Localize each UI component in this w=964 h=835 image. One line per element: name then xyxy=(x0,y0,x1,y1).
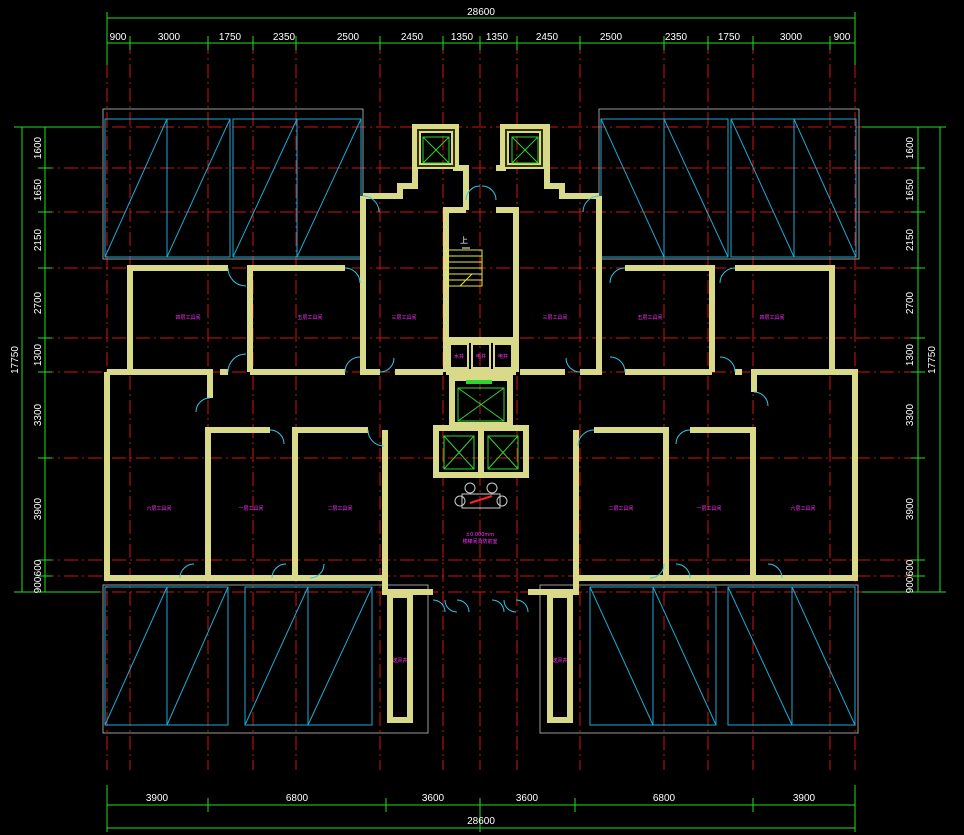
top-dim: 2350 xyxy=(665,32,688,43)
lift-shafts xyxy=(422,136,539,470)
entrance-label: 楼梯间消防前室 xyxy=(462,538,497,545)
room-labels: 四层工具间 五层工具间 三层工具间 三层工具间 五层工具间 四层工具间 六层工具… xyxy=(146,314,815,664)
room-label: 二层工具间 xyxy=(608,505,633,512)
top-dim: 1750 xyxy=(718,32,741,43)
side-dim-left: 1600 xyxy=(33,136,44,159)
top-dim: 1750 xyxy=(219,32,242,43)
side-dim-right: 900 xyxy=(905,576,916,593)
side-dim-left: 600 xyxy=(33,559,44,576)
room-label: 四层工具间 xyxy=(175,314,200,321)
bottom-dim: 6800 xyxy=(653,793,676,804)
bottom-dim: 6800 xyxy=(286,793,309,804)
top-dim: 2450 xyxy=(401,32,424,43)
room-label: 六层工具间 xyxy=(146,505,171,512)
dimension-labels: 28600 900 3000 1750 2350 2500 2450 1350 … xyxy=(10,7,938,827)
top-dim: 2450 xyxy=(536,32,559,43)
side-dim-right: 2150 xyxy=(905,228,916,251)
bottom-dim: 3600 xyxy=(422,793,445,804)
side-dim-left: 2700 xyxy=(33,291,44,314)
side-dim-left: 1300 xyxy=(33,343,44,366)
room-label: 四层工具间 xyxy=(759,314,784,321)
core-utility-rooms xyxy=(449,343,513,384)
room-label: 五层工具间 xyxy=(297,314,322,321)
stair-up-label: 上 xyxy=(460,236,468,245)
top-dim: 3000 xyxy=(158,32,181,43)
side-dim-left: 3900 xyxy=(33,497,44,520)
glazing-panels xyxy=(102,108,860,734)
side-dim-right: 3900 xyxy=(905,497,916,520)
room-label: 二层工具间 xyxy=(327,505,352,512)
entrance-symbol xyxy=(454,482,508,509)
side-dim-right: 3300 xyxy=(905,403,916,426)
top-dim: 3000 xyxy=(780,32,803,43)
room-label: 送风井 xyxy=(552,657,567,664)
room-label: 电井 xyxy=(476,353,486,360)
top-dim: 900 xyxy=(834,32,851,43)
top-dim: 2500 xyxy=(337,32,360,43)
stair: 上 xyxy=(447,236,483,287)
dimension-chains xyxy=(14,12,946,832)
wall-core-lines xyxy=(417,129,543,167)
room-label: 三层工具间 xyxy=(391,314,416,321)
room-label: 一层工具间 xyxy=(696,505,721,512)
top-dim: 1350 xyxy=(451,32,474,43)
bottom-dim: 3900 xyxy=(793,793,816,804)
entrance-label: ±0.000mm xyxy=(466,532,494,538)
walls xyxy=(104,124,858,723)
side-dim-right: 1650 xyxy=(905,178,916,201)
side-dim-left: 2150 xyxy=(33,228,44,251)
bottom-dim: 3900 xyxy=(146,793,169,804)
side-dim-right: 600 xyxy=(905,559,916,576)
side-dim-left: 900 xyxy=(33,576,44,593)
room-label: 电井 xyxy=(498,353,508,360)
top-total-dim: 28600 xyxy=(467,7,495,18)
top-dim: 2500 xyxy=(600,32,623,43)
doors xyxy=(179,185,783,613)
room-label: 六层工具间 xyxy=(790,505,815,512)
side-dim-left: 3300 xyxy=(33,403,44,426)
room-label: 水井 xyxy=(454,353,464,360)
bottom-dim: 3600 xyxy=(516,793,539,804)
top-dim: 1350 xyxy=(486,32,509,43)
room-label: 五层工具间 xyxy=(637,314,662,321)
side-dim-right: 1600 xyxy=(905,136,916,159)
side-dim-right: 1300 xyxy=(905,343,916,366)
side-dim-right: 2700 xyxy=(905,291,916,314)
side-total-right: 17750 xyxy=(927,346,938,374)
side-total-left: 17750 xyxy=(10,346,21,374)
room-label: 一层工具间 xyxy=(238,505,263,512)
top-dim: 900 xyxy=(110,32,127,43)
top-dim: 2350 xyxy=(273,32,296,43)
side-dim-left: 1650 xyxy=(33,178,44,201)
bottom-total-dim: 28600 xyxy=(467,816,495,827)
room-label: 三层工具间 xyxy=(542,314,567,321)
room-label: 送风井 xyxy=(392,657,407,664)
